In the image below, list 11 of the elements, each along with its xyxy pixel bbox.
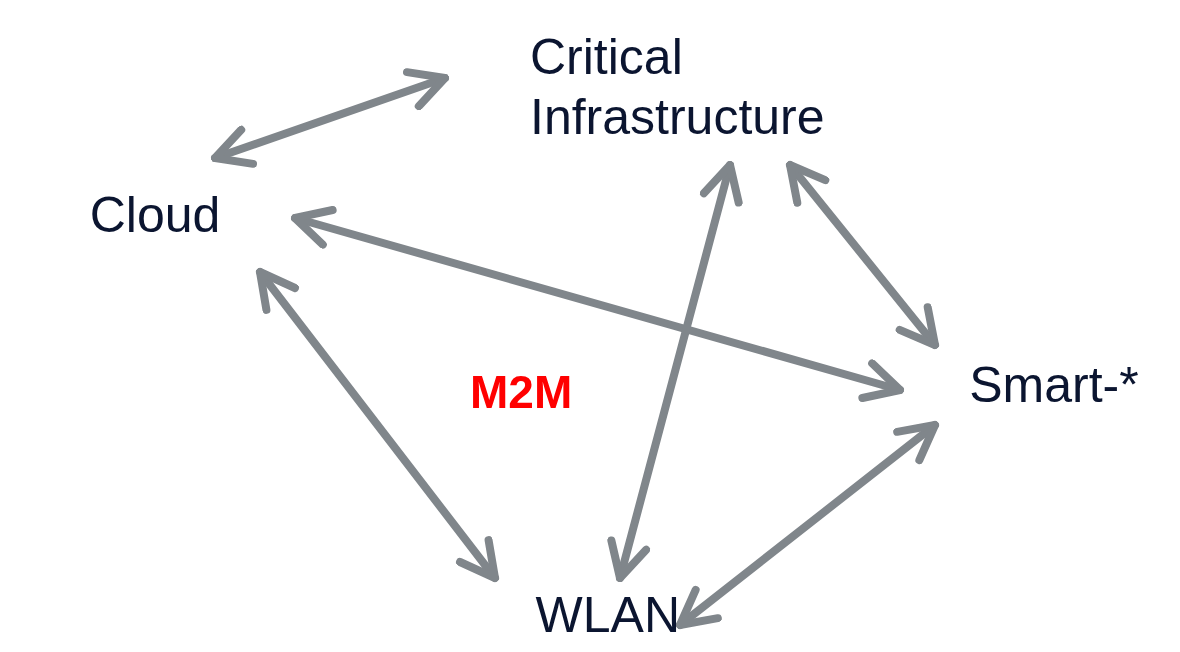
node-label: Critical Infrastructure: [530, 27, 826, 147]
node-label: WLAN: [535, 586, 680, 645]
node-label: Smart-*: [969, 356, 1139, 415]
double-arrow: [291, 206, 904, 402]
double-arrow: [676, 421, 939, 629]
node-label: Cloud: [89, 186, 221, 245]
double-arrow: [607, 161, 743, 582]
double-arrow: [256, 268, 499, 582]
diagram-label: M2M: [470, 365, 573, 420]
double-arrow: [786, 161, 939, 349]
double-arrow: [211, 68, 449, 168]
